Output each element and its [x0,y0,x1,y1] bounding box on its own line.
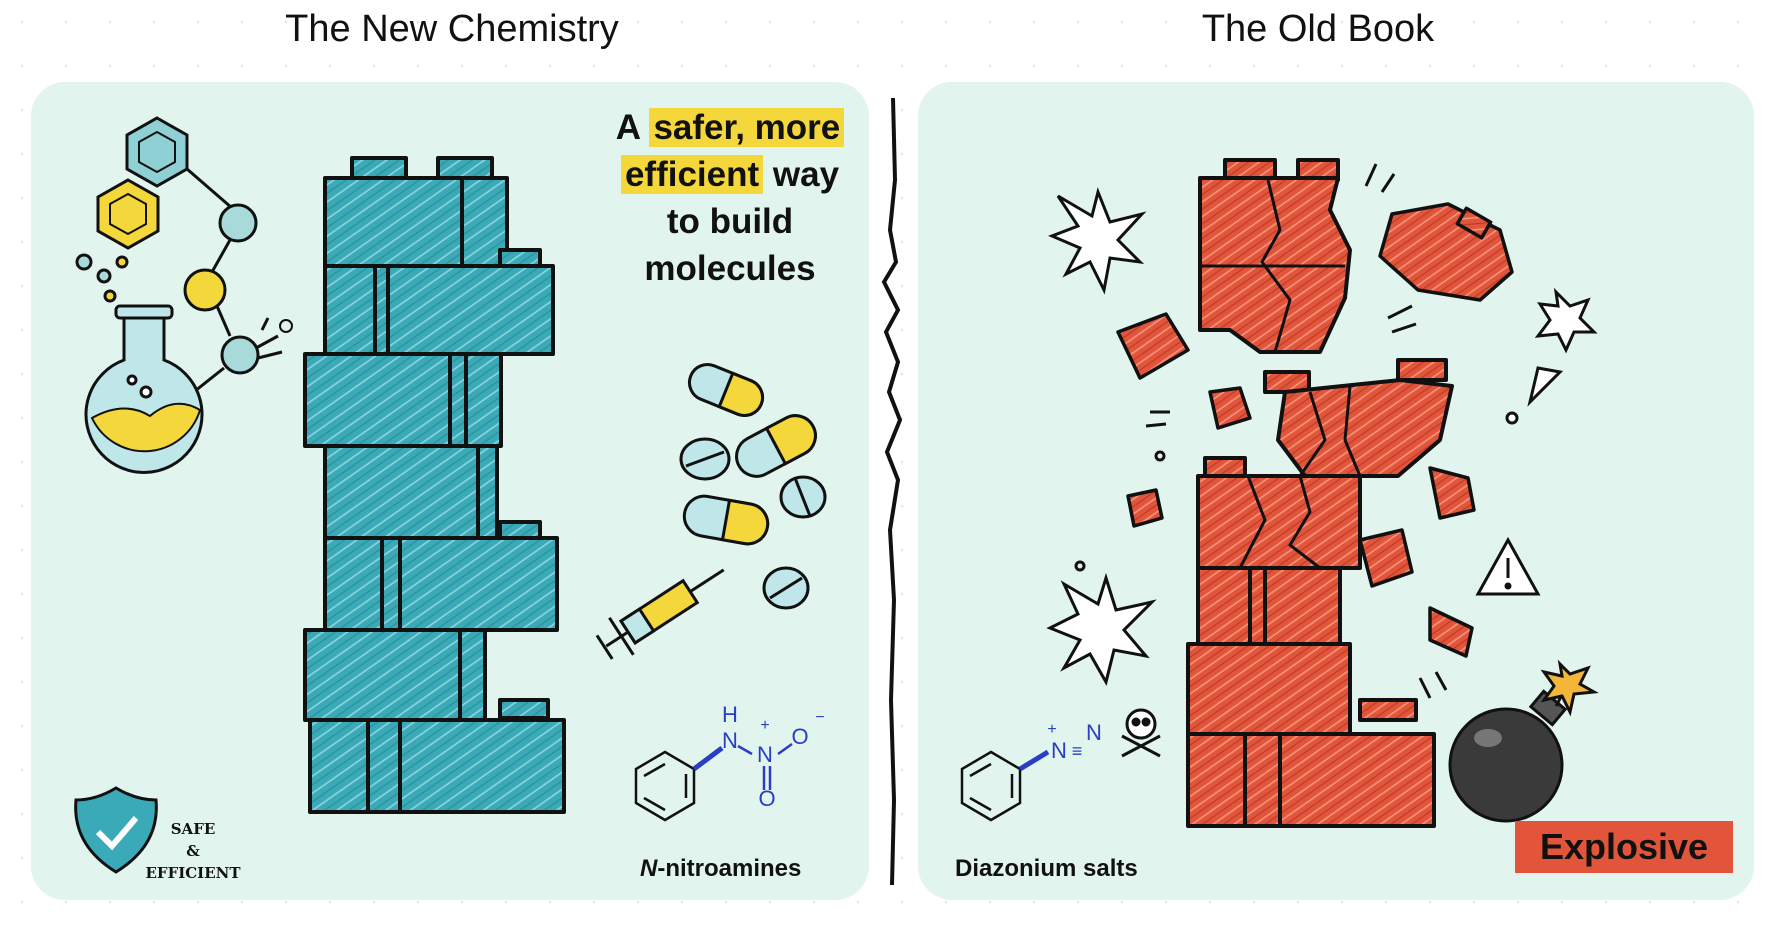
left-heading: The New Chemistry [285,8,619,50]
flask-icon [75,253,204,474]
svg-text:N: N [722,728,738,753]
shield-check-icon [74,786,158,874]
svg-text:O: O [758,786,775,811]
svg-text:N: N [1051,738,1067,763]
molecule-network [96,116,293,397]
svg-text:N: N [757,742,773,767]
exclamation-mark-icon [1505,366,1564,425]
right-heading: The Old Book [1201,8,1435,50]
svg-text:H: H [722,702,738,727]
tagline-line4: molecules [644,249,816,288]
motion-lines [1074,163,1448,699]
left-caption-rest: -nitroamines [657,855,802,882]
right-caption: Diazonium salts [955,855,1138,882]
svg-text:−: − [815,709,824,726]
svg-text:N: N [1086,720,1102,745]
warning-triangle-icon [1475,536,1541,596]
syringe-icon [595,568,725,660]
diazonium-labels: N + ≡ N [1047,720,1102,763]
badge-line1: SAFE [170,820,216,838]
safe-efficient-badge: SAFE & EFFICIENT [143,818,243,884]
tagline-highlight-1: safer, more [649,108,845,147]
svg-text:+: + [760,717,769,734]
explosion-burst-icon [1046,187,1598,686]
badge-line2: & EFFICIENT [145,842,241,882]
svg-text:+: + [1047,721,1056,738]
diazonium-structure [960,749,1050,822]
tagline-highlight-2: efficient [620,155,764,194]
explosive-label: Explosive [1515,821,1733,873]
pills-icon [679,363,827,610]
nitroamine-labels: H N N + O − O [722,702,825,811]
red-brick-tower [1186,158,1454,828]
skull-crossbones-icon [1121,708,1161,758]
nitroamine-structure [634,742,793,822]
svg-text:≡: ≡ [1072,741,1083,761]
brick-debris [1116,202,1514,658]
zigzag-divider [881,97,903,886]
bomb-icon [1448,659,1599,823]
tagline: A safer, more efficient way to build mol… [560,104,900,292]
tagline-part2: way [763,155,840,194]
teal-brick-tower [303,156,566,814]
svg-text:O: O [791,724,808,749]
left-caption: N-nitroamines [640,855,801,883]
tagline-part1: A [615,108,650,147]
left-caption-italic: N [640,855,658,882]
tagline-line3: to build [666,202,794,241]
